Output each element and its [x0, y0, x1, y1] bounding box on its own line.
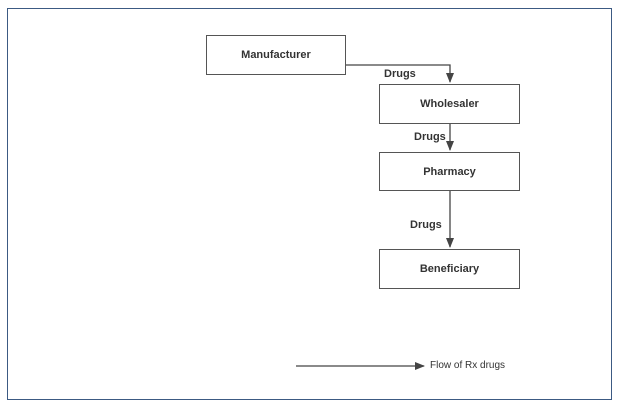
node-beneficiary: Beneficiary [379, 249, 520, 289]
node-manufacturer-label: Manufacturer [241, 49, 311, 61]
edge-label-pharmacy-beneficiary: Drugs [410, 219, 442, 231]
node-beneficiary-label: Beneficiary [419, 263, 480, 275]
node-manufacturer: Manufacturer [206, 35, 346, 75]
node-pharmacy-label: Pharmacy [423, 165, 476, 178]
edge-label-manufacturer-wholesaler: Drugs [384, 68, 416, 80]
arrow-manufacturer-to-wholesaler [346, 64, 454, 83]
edge-label-wholesaler-pharmacy: Drugs [414, 131, 446, 143]
legend-label: Flow of Rx drugs [430, 360, 506, 371]
diagram-frame [7, 8, 612, 400]
node-pharmacy: Pharmacy [379, 152, 520, 191]
node-wholesaler-label: Wholesaler [420, 98, 479, 110]
node-wholesaler: Wholesaler [379, 84, 520, 124]
